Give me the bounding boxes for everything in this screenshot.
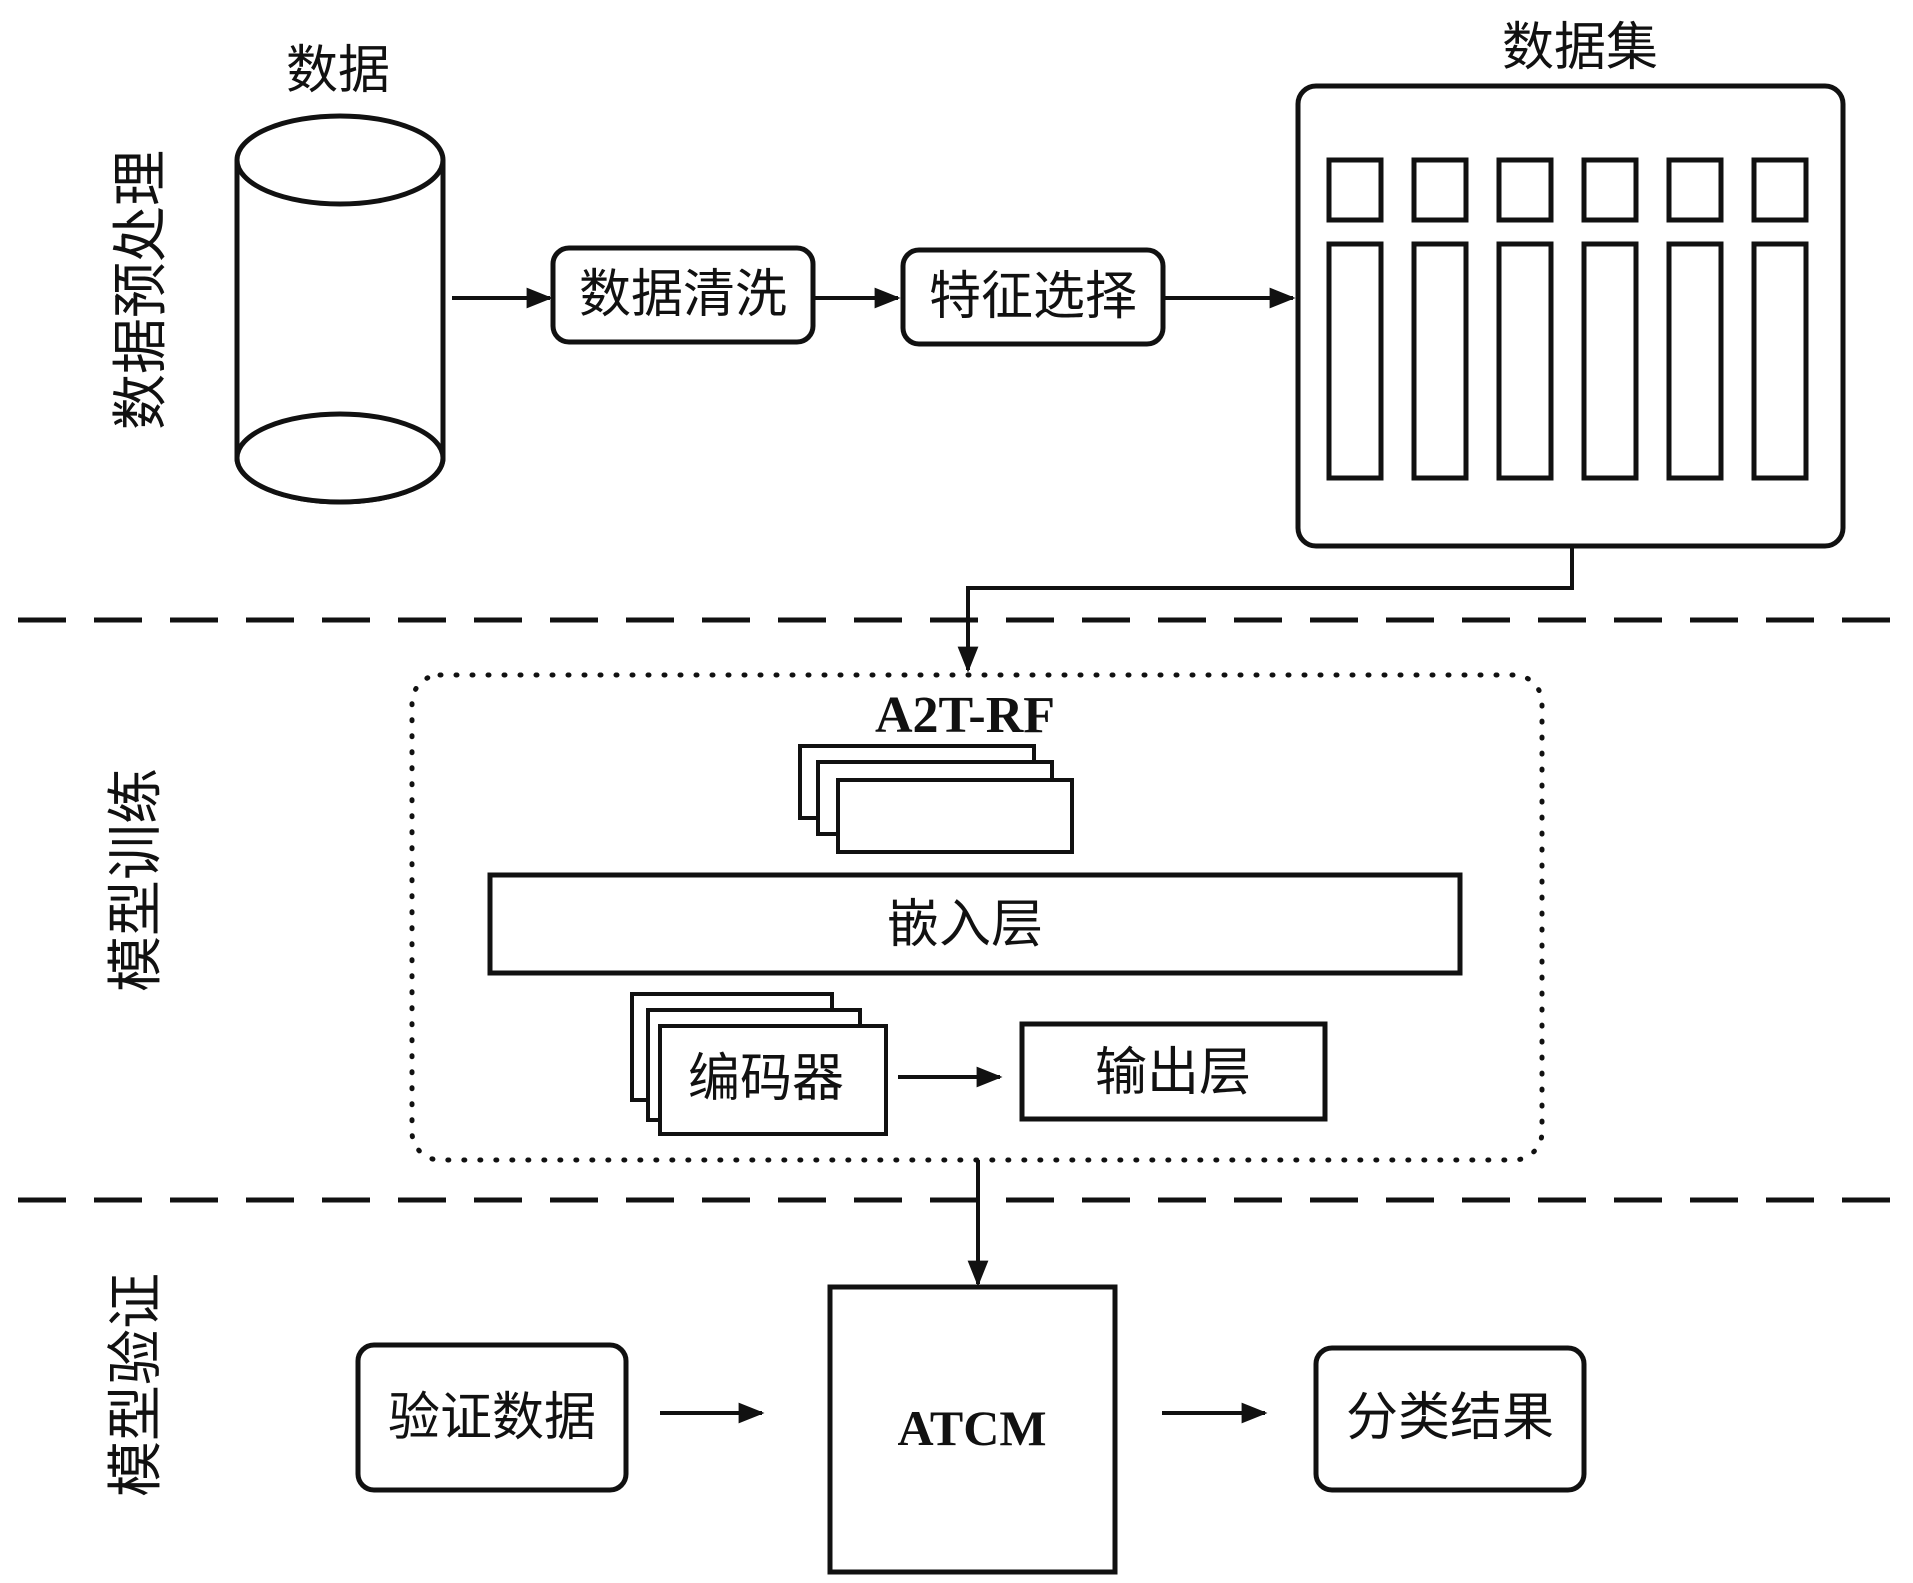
- atcm-box: ATCM: [827, 1284, 1118, 1575]
- model-name-label: A2T-RF: [875, 687, 1055, 744]
- embedding-layer-label: 嵌入层: [887, 895, 1043, 955]
- section-label-training: 模型训练: [104, 768, 169, 992]
- data-label: 数据: [286, 41, 390, 101]
- database-cylinder-icon: [234, 113, 446, 505]
- classification-result-box: 分类结果: [1313, 1345, 1587, 1493]
- feature-selection-box: 特征选择: [900, 247, 1166, 347]
- section-label-preprocess: 数据预处理: [109, 150, 174, 430]
- arrow-dataset-to-training: [957, 548, 1574, 673]
- validation-data-label: 验证数据: [388, 1388, 596, 1448]
- trees-stack-icon: [798, 744, 1074, 854]
- dataset-columns: [1326, 157, 1809, 481]
- classification-result-label: 分类结果: [1346, 1388, 1554, 1448]
- output-layer-label: 输出层: [1095, 1043, 1251, 1103]
- section-label-validation: 模型验证: [104, 1273, 169, 1497]
- atcm-label: ATCM: [897, 1400, 1046, 1456]
- cleaning-box: 数据清洗: [550, 245, 816, 345]
- encoder-stack: 编码器: [630, 992, 888, 1136]
- embedding-layer-box: 嵌入层: [487, 872, 1463, 976]
- cleaning-label: 数据清洗: [579, 265, 787, 325]
- validation-data-box: 验证数据: [355, 1342, 629, 1493]
- encoder-label: 编码器: [688, 1049, 844, 1109]
- output-layer-box: 输出层: [1019, 1021, 1328, 1122]
- dataset-label: 数据集: [1502, 18, 1658, 78]
- feature-selection-label: 特征选择: [929, 267, 1137, 327]
- dataset-box: [1295, 83, 1846, 549]
